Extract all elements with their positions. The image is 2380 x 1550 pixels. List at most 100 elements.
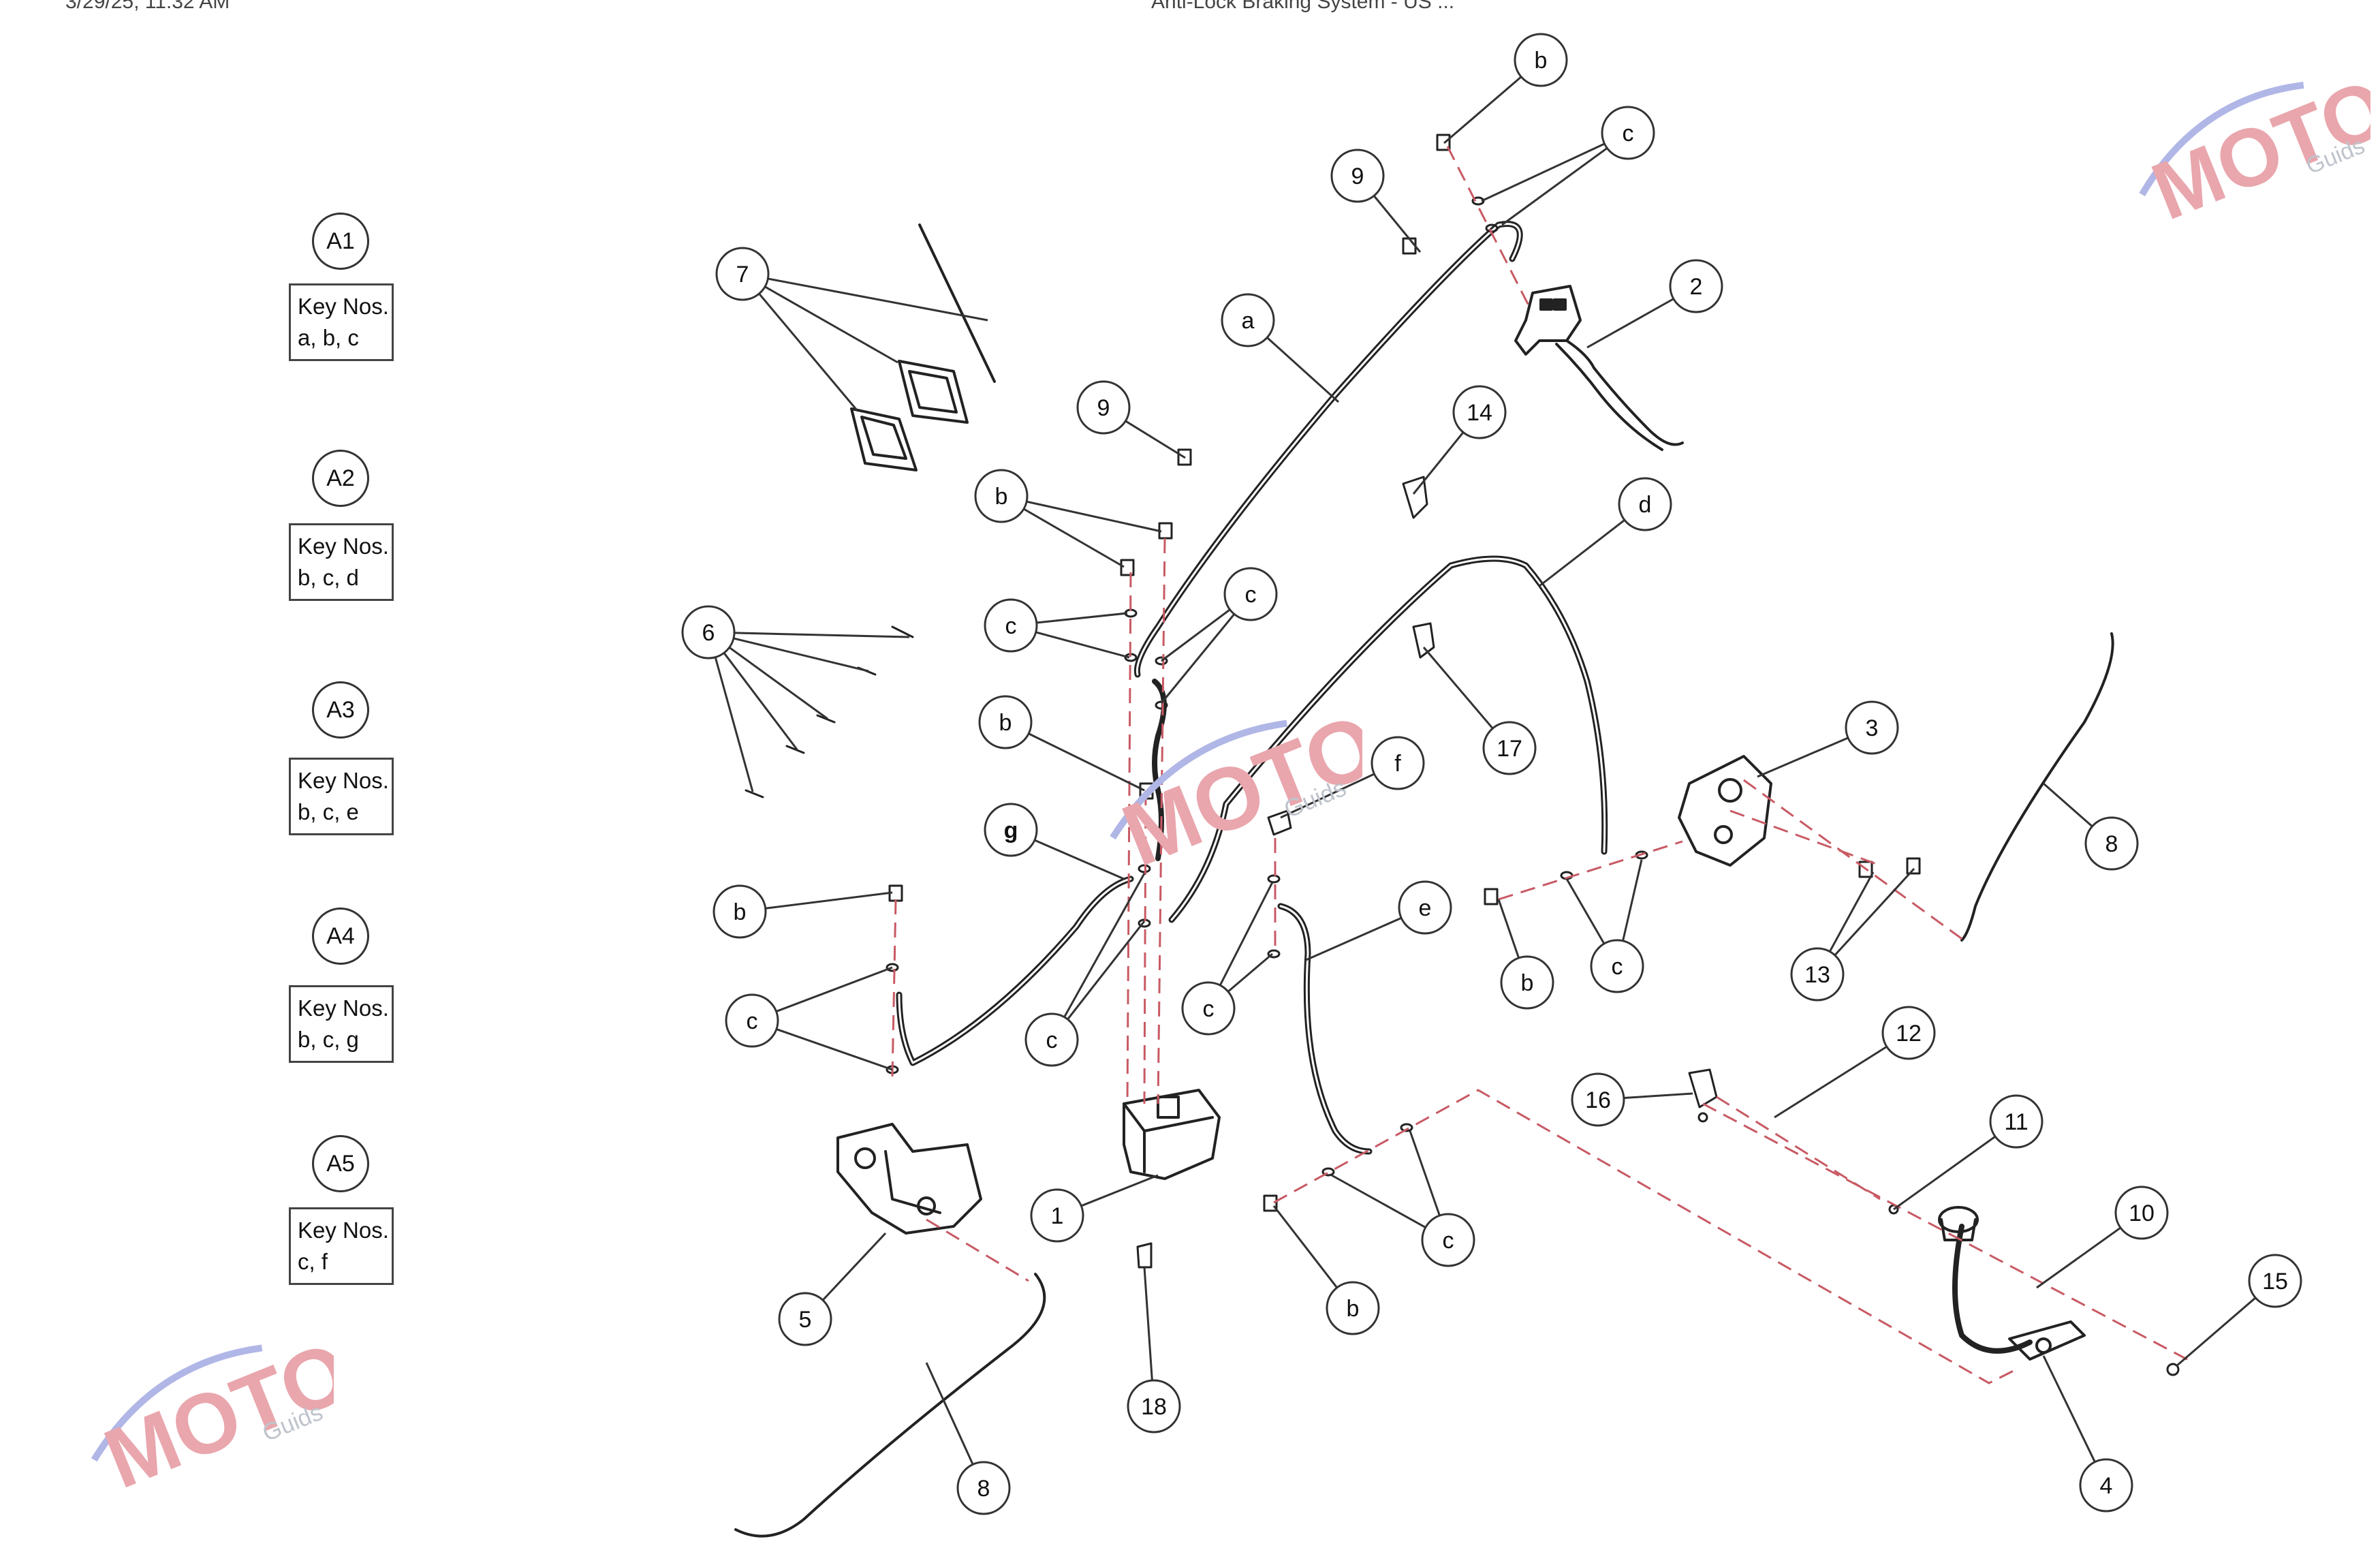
callout-e: e bbox=[1398, 880, 1452, 935]
callout-leader bbox=[1080, 1174, 1159, 1207]
callout-label: 12 bbox=[1896, 1021, 1922, 1047]
callout-c: c bbox=[1181, 981, 1236, 1036]
callout-10: 10 bbox=[2114, 1185, 2169, 1240]
callout-circle bbox=[1223, 567, 1278, 621]
callout-circle bbox=[1421, 1213, 1475, 1267]
callout-label: e bbox=[1419, 895, 1432, 921]
sealing-washers bbox=[886, 196, 1648, 1177]
callout-label: 10 bbox=[2129, 1200, 2155, 1226]
callout-leader bbox=[925, 1362, 974, 1466]
wheel-sensor-harness-upper bbox=[1960, 632, 2114, 942]
callout-b: b bbox=[1500, 955, 1554, 1010]
callout-circle bbox=[1330, 149, 1385, 203]
callout-label: 11 bbox=[2004, 1109, 2028, 1135]
callout-label: a bbox=[1242, 308, 1255, 334]
leader-lines bbox=[714, 76, 2257, 1466]
key-box-keys: b, c, d bbox=[298, 565, 359, 590]
callout-label: f bbox=[1394, 751, 1401, 777]
callout-leader bbox=[1161, 608, 1231, 662]
front-master-cylinder bbox=[1514, 285, 1684, 451]
callout-leader bbox=[1757, 737, 1849, 778]
callout-leader bbox=[1828, 871, 1875, 952]
callout-circle bbox=[778, 1292, 832, 1346]
key-box-keys: b, c, e bbox=[298, 799, 359, 824]
callout-leader bbox=[758, 293, 858, 411]
callout-9: 9 bbox=[1330, 149, 1385, 203]
rear-reservoir-hose bbox=[1952, 1224, 2033, 1354]
callout-label: c bbox=[747, 1008, 758, 1034]
callout-leader bbox=[1304, 916, 1402, 962]
assembly-centre-lines bbox=[891, 146, 2194, 1384]
callout-label: 4 bbox=[2100, 1473, 2113, 1499]
callout-circle bbox=[956, 1461, 1011, 1515]
callout-b: b bbox=[1326, 1281, 1380, 1335]
callout-label: 6 bbox=[702, 620, 715, 646]
callout-circle bbox=[974, 469, 1029, 523]
callout-label: c bbox=[1623, 121, 1634, 146]
callout-c: c bbox=[1223, 567, 1278, 621]
callout-circle bbox=[1221, 293, 1275, 347]
callout-circle bbox=[725, 993, 779, 1048]
callout-12: 12 bbox=[1881, 1006, 1936, 1060]
callout-label: 8 bbox=[977, 1476, 990, 1502]
callout-label: g bbox=[1004, 818, 1018, 843]
callout-leader bbox=[1443, 76, 1522, 144]
callout-leader bbox=[1834, 867, 1915, 956]
key-box-title: Key Nos. bbox=[298, 294, 389, 319]
callout-16: 16 bbox=[1571, 1072, 1625, 1127]
callout-leader bbox=[1028, 732, 1145, 792]
callout-label: 16 bbox=[1585, 1087, 1611, 1113]
callout-circle bbox=[1790, 947, 1845, 1002]
callout-label: b bbox=[734, 899, 747, 925]
key-box-keys: c, f bbox=[298, 1249, 328, 1274]
callout-circle bbox=[1076, 380, 1131, 435]
key-box-a4: Key Nos. b, c, g bbox=[289, 985, 394, 1063]
callout-leader bbox=[723, 652, 798, 750]
callout-circle bbox=[984, 803, 1038, 857]
key-box-keys: a, b, c bbox=[298, 325, 359, 350]
brake-hose-g bbox=[896, 875, 1134, 1066]
callout-b: b bbox=[978, 695, 1033, 749]
callout-circle bbox=[1571, 1072, 1625, 1127]
callout-label: 3 bbox=[1866, 715, 1879, 741]
callout-circle bbox=[681, 605, 736, 660]
print-timestamp: 3/29/25, 11:32 AM bbox=[65, 0, 230, 13]
brake-hose-e bbox=[1277, 903, 1373, 1155]
callout-leader bbox=[776, 966, 893, 1012]
callout-d: d bbox=[1618, 477, 1672, 531]
callout-leader bbox=[2043, 782, 2093, 828]
callout-leader bbox=[764, 285, 898, 364]
callout-label: 18 bbox=[1141, 1394, 1167, 1420]
callout-leader bbox=[2036, 1226, 2121, 1289]
callout-label: b bbox=[995, 484, 1008, 510]
callout-circle bbox=[1371, 736, 1425, 790]
callout-label: 17 bbox=[1497, 736, 1522, 762]
callout-circle bbox=[984, 598, 1038, 653]
callout-leader bbox=[734, 632, 910, 638]
callout-circle bbox=[2248, 1254, 2302, 1308]
callout-6: 6 bbox=[681, 605, 736, 660]
callout-g: g bbox=[984, 803, 1038, 857]
callout-label: c bbox=[1245, 582, 1257, 608]
front-brake-caliper bbox=[836, 1123, 982, 1235]
callout-circle bbox=[713, 884, 767, 939]
callout-circle bbox=[2114, 1185, 2169, 1240]
abs-modulator bbox=[1123, 1089, 1221, 1180]
callout-14: 14 bbox=[1452, 385, 1507, 439]
callout-label: 2 bbox=[1690, 274, 1703, 300]
cable-tie bbox=[918, 223, 996, 383]
callout-7: 7 bbox=[715, 247, 770, 301]
callout-leader bbox=[776, 1028, 893, 1071]
callout-circle bbox=[1989, 1094, 2044, 1149]
callout-label: c bbox=[1005, 613, 1017, 639]
key-box-title: Key Nos. bbox=[298, 768, 389, 793]
callout-leader bbox=[1160, 613, 1236, 704]
callout-leader bbox=[733, 637, 869, 672]
callout-circle bbox=[2084, 816, 2139, 871]
callout-leader bbox=[1063, 873, 1146, 1018]
callout-circle bbox=[2079, 1458, 2133, 1513]
callout-label: b bbox=[999, 710, 1012, 736]
callout-leader bbox=[728, 647, 828, 720]
callout-leader bbox=[1774, 1045, 1888, 1119]
